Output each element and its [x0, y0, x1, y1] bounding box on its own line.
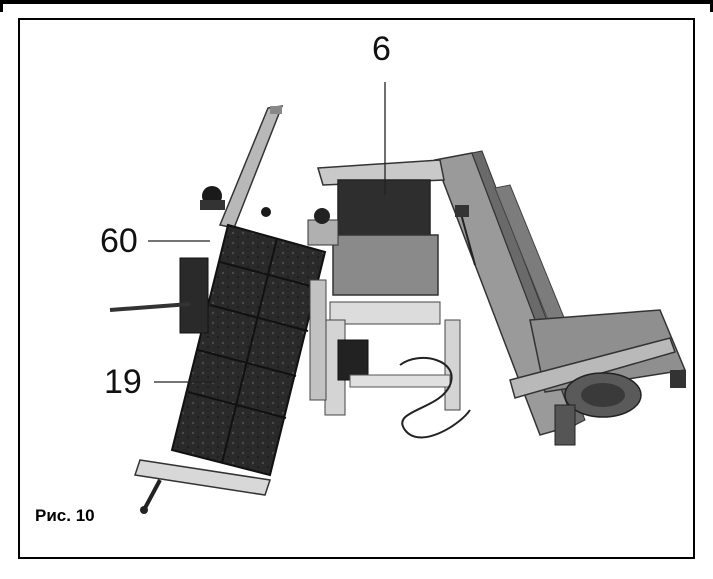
figure-frame: 6 60 19 Рис. 10: [18, 18, 695, 559]
callout-60: 60: [100, 222, 138, 260]
figure-caption: Рис. 10: [35, 506, 95, 525]
callout-6: 6: [372, 30, 391, 68]
machine-photo: [109, 82, 687, 514]
callout-19: 19: [104, 363, 142, 401]
fence: [200, 105, 284, 229]
top-border-line: [0, 0, 713, 4]
planer-body: [307, 159, 471, 439]
extension-table: [509, 309, 687, 446]
feed-table: [109, 223, 327, 514]
top-right-tick: [710, 0, 713, 12]
top-left-tick: [0, 0, 3, 12]
